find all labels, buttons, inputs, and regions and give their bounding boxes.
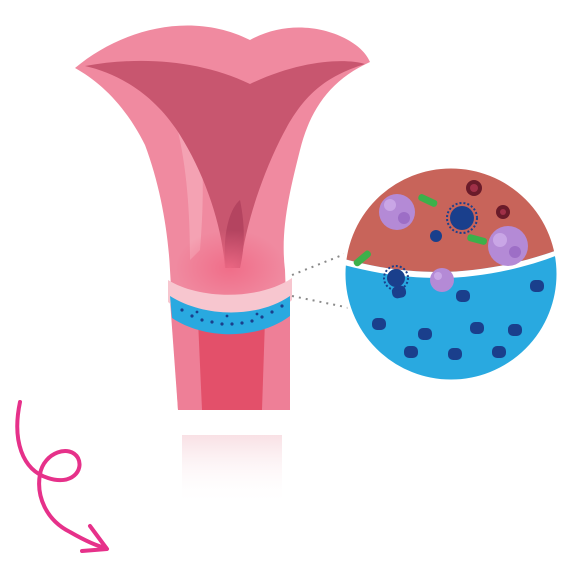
reflection xyxy=(182,435,282,505)
curly-arrow-icon xyxy=(17,402,107,551)
zoom-circle-icon xyxy=(340,160,564,390)
zoom-lines xyxy=(292,252,350,308)
uterus-icon xyxy=(75,25,370,410)
